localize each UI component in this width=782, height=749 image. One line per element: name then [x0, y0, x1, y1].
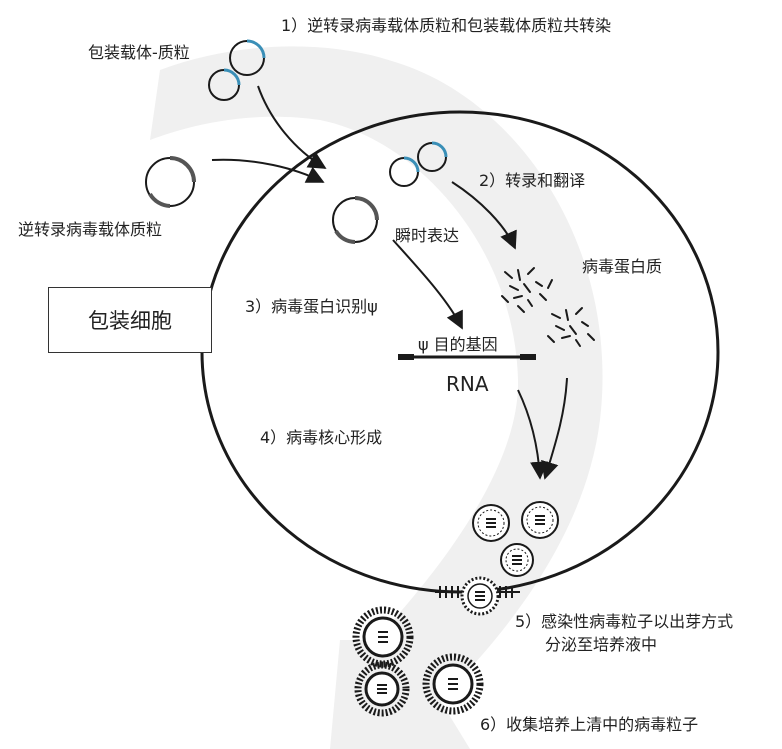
- arrow-packaging-into-cell: [257, 85, 327, 169]
- step4-label: 4）病毒核心形成: [260, 428, 383, 447]
- step6-label: 6）收集培养上清中的病毒粒子: [480, 715, 699, 734]
- internal-retroviral-plasmid-icon: [332, 196, 379, 244]
- step5-label-line2: 分泌至培养液中: [545, 635, 658, 654]
- target-gene-rna: [398, 354, 536, 360]
- viral-core: [472, 504, 510, 542]
- arrow-retro-into-cell: [211, 158, 325, 183]
- target-gene-label: ψ 目的基因: [418, 335, 498, 354]
- released-virion: [422, 653, 484, 715]
- arrow-transcription-translation: [451, 181, 517, 250]
- step5-label-line1: 5）感染性病毒粒子以出芽方式: [515, 612, 734, 631]
- retroviral-plasmid-icon: [145, 156, 196, 208]
- viral-core: [500, 543, 534, 577]
- internal-packaging-plasmid-icon: [389, 141, 448, 187]
- viral-protein-cluster: [501, 267, 595, 347]
- step1-label: 1）逆转录病毒载体质粒和包装载体质粒共转染: [281, 16, 612, 35]
- step3-label: 3）病毒蛋白识别ψ: [245, 297, 378, 316]
- arrow-rna-to-core: [517, 389, 549, 480]
- released-virion: [352, 606, 414, 668]
- transient-expression-label: 瞬时表达: [395, 226, 460, 245]
- budding-virion: [435, 576, 520, 616]
- viral-core: [521, 501, 559, 539]
- rna-label: RNA: [446, 372, 489, 396]
- released-virion: [354, 661, 410, 717]
- packaging-cell-label-box: 包装细胞: [48, 287, 212, 353]
- step2-label: 2）转录和翻译: [479, 171, 586, 190]
- packaging-plasmid-label: 包装载体-质粒: [88, 43, 190, 62]
- packaging-cell-label: 包装细胞: [88, 309, 172, 333]
- background-flow-arrow: [150, 46, 603, 749]
- arrow-proteins-to-core: [541, 377, 568, 480]
- arrow-transient-to-rna: [392, 239, 463, 330]
- retroviral-plasmid-label: 逆转录病毒载体质粒: [18, 220, 163, 239]
- packaging-plasmid-icon: [208, 39, 266, 101]
- viral-protein-label: 病毒蛋白质: [582, 257, 663, 276]
